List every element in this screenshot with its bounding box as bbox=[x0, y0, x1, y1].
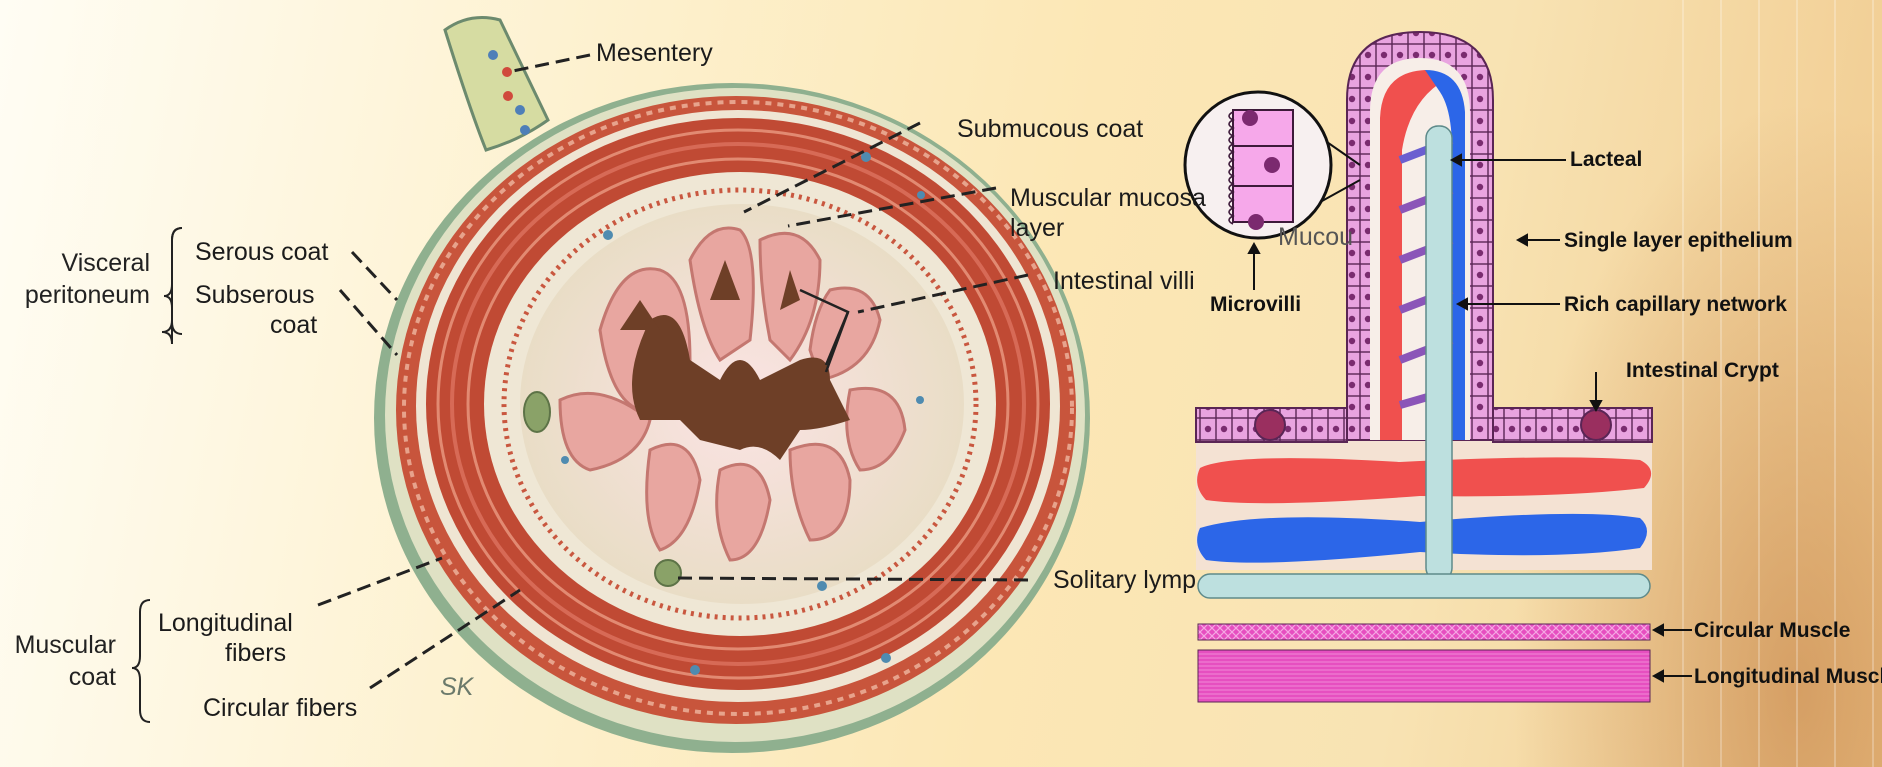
solitary-lymph-nodule bbox=[655, 560, 681, 586]
lacteal-vessel bbox=[1426, 126, 1452, 580]
label-rich-capillary-network: Rich capillary network bbox=[1564, 292, 1787, 318]
mesentery-shape bbox=[445, 18, 548, 150]
label-mucosa-partial: Mucou bbox=[1278, 222, 1353, 252]
lymph-nodule bbox=[524, 392, 550, 432]
label-serous-coat: Serous coat bbox=[195, 237, 328, 267]
crypt-cell-right bbox=[1581, 410, 1611, 440]
group-muscular: Muscular bbox=[4, 630, 116, 660]
label-longitudinal-fibers: fibers bbox=[225, 638, 286, 668]
microvilli-magnifier bbox=[1185, 92, 1360, 238]
crypt-cell-left bbox=[1255, 410, 1285, 440]
longitudinal-muscle-band bbox=[1198, 650, 1650, 702]
label-subserous: Subserous bbox=[195, 280, 315, 310]
label-subserous-coat: coat bbox=[270, 310, 317, 340]
artist-signature: SK bbox=[440, 672, 473, 702]
label-submucous-coat: Submucous coat bbox=[957, 114, 1143, 144]
label-intestinal-villi: Intestinal villi bbox=[1053, 266, 1195, 296]
crypt-epithelium-right bbox=[1493, 408, 1652, 442]
label-microvilli: Microvilli bbox=[1210, 292, 1301, 318]
group-visceral: Visceral bbox=[14, 248, 150, 278]
label-intestinal-crypt: Intestinal Crypt bbox=[1626, 358, 1779, 384]
circular-muscle-band bbox=[1198, 624, 1650, 640]
label-muscular-mucosa-layer: layer bbox=[1010, 213, 1064, 243]
label-mesentery: Mesentery bbox=[596, 38, 713, 68]
lymph-channel bbox=[1198, 574, 1650, 598]
group-peritoneum: peritoneum bbox=[14, 280, 150, 310]
label-solitary-lymph: Solitary lymp bbox=[1053, 565, 1196, 595]
label-circular-fibers: Circular fibers bbox=[203, 693, 357, 723]
label-longitudinal-muscle: Longitudinal Muscle bbox=[1694, 664, 1882, 690]
label-lacteal: Lacteal bbox=[1570, 147, 1642, 173]
label-longitudinal: Longitudinal bbox=[158, 608, 293, 638]
group-coat: coat bbox=[4, 662, 116, 692]
label-circular-muscle: Circular Muscle bbox=[1694, 618, 1850, 644]
label-single-layer-epithelium: Single layer epithelium bbox=[1564, 228, 1793, 254]
label-muscular-mucosa: Muscular mucosa bbox=[1010, 183, 1206, 213]
villus-diagram bbox=[1185, 32, 1692, 702]
